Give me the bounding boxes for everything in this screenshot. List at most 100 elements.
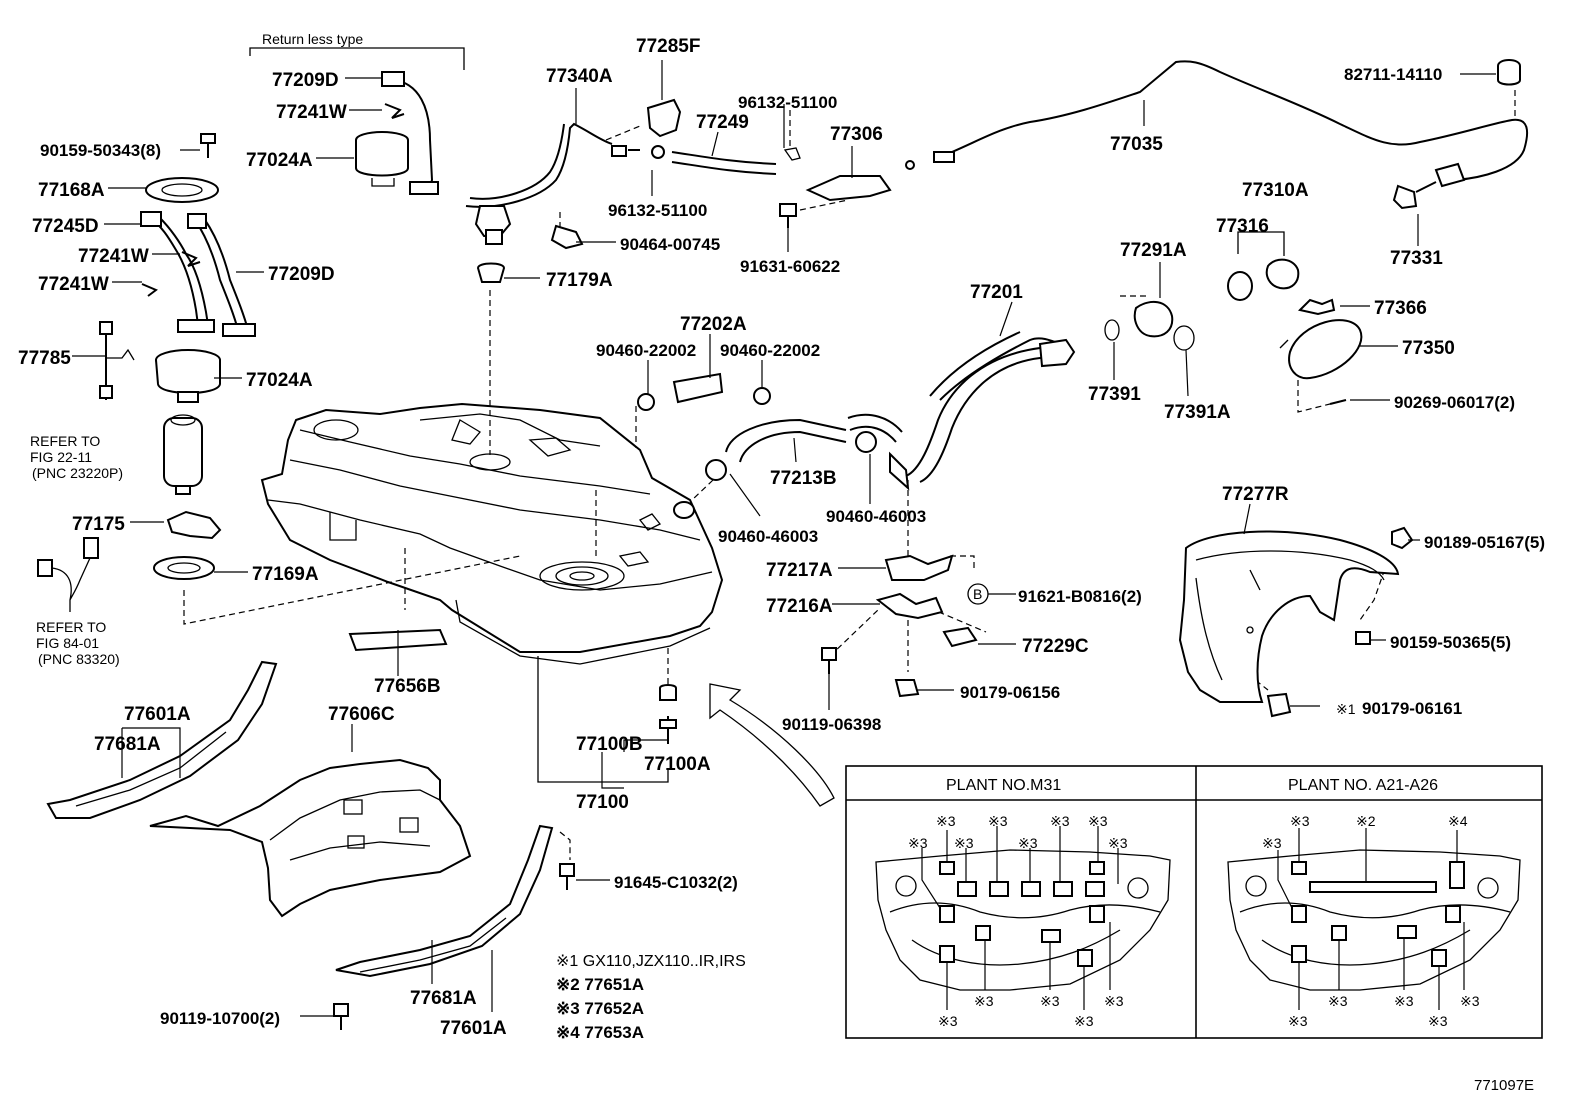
label-77350: 77350	[1402, 338, 1455, 359]
circle-b-marker	[967, 583, 989, 605]
legend-notes: ※1 GX110,JZX110..IR,IRS ※2 77651A ※3 776…	[556, 953, 746, 1042]
label-77179A: 77179A	[546, 270, 613, 291]
bracket-77216A	[875, 592, 944, 620]
label-77249: 77249	[696, 112, 749, 133]
part-labels: 77209D 77241W 90159-50343(8) 77024A 7716…	[18, 36, 1545, 1039]
refer-84-line3: (PNC 83320)	[38, 651, 120, 667]
label-77391: 77391	[1088, 384, 1141, 405]
label-77601A-top: 77601A	[124, 704, 191, 725]
plant-left-title: PLANT NO.M31	[946, 777, 1061, 794]
label-90119-06398: 90119-06398	[782, 715, 881, 734]
plant-left-mark-3a: ※3	[936, 813, 956, 829]
label-91631-60622: 91631-60622	[740, 257, 840, 276]
label-77366: 77366	[1374, 298, 1427, 319]
vacuum-switching-valve	[646, 98, 682, 138]
label-77391A: 77391A	[1164, 402, 1231, 423]
label-77024A-top: 77024A	[246, 150, 313, 171]
label-77656B: 77656B	[374, 676, 441, 697]
label-77217A: 77217A	[766, 560, 833, 581]
label-77785: 77785	[18, 348, 71, 369]
plant-left-mark-3m: ※3	[1074, 1013, 1094, 1029]
label-77209D-mid: 77209D	[268, 264, 335, 285]
fuel-lid-77350	[1288, 319, 1363, 380]
hose-77202A	[672, 372, 724, 404]
plant-left-mark-3i: ※3	[974, 993, 994, 1009]
label-90464-00745: 90464-00745	[620, 235, 720, 254]
gasket-77391	[1104, 319, 1120, 341]
plant-left-mark-3f: ※3	[954, 835, 974, 851]
label-96132-51100-b: 96132-51100	[608, 201, 707, 220]
label-77216A: 77216A	[766, 596, 833, 617]
bracket-77306	[805, 175, 892, 202]
label-77201: 77201	[970, 282, 1023, 303]
plant-right-mark-2: ※2	[1356, 813, 1376, 829]
refer-22-line3: (PNC 23220P)	[32, 465, 123, 481]
lower-protectors	[46, 628, 677, 1030]
label-90269-06017: 90269-06017(2)	[1394, 393, 1515, 412]
plug-82711-14110	[1497, 59, 1521, 86]
heat-shield-77606C	[149, 758, 472, 918]
label-77340A: 77340A	[546, 66, 613, 87]
gasket-77391A	[1173, 325, 1195, 351]
bracket-77217A	[884, 554, 954, 581]
filler-pipe-77291A	[1133, 300, 1174, 338]
label-77209D-top: 77209D	[272, 70, 339, 91]
return-less-group: Return less type	[37, 31, 465, 612]
plant-detail-panel: PLANT NO.M31 PLANT NO. A21-A26 ※3	[845, 765, 1543, 1039]
circle-b-letter: B	[973, 586, 982, 602]
label-77681A-low: 77681A	[410, 988, 477, 1009]
plant-right-mark-3f: ※3	[1288, 1013, 1308, 1029]
label-77202A: 77202A	[680, 314, 747, 335]
label-77277R: 77277R	[1222, 484, 1289, 505]
left-leaders	[921, 826, 1119, 1010]
note-3: ※3 77652A	[556, 999, 644, 1018]
label-90460-22002-b: 90460-22002	[720, 341, 820, 360]
gasket-ring	[145, 177, 219, 203]
refer-22-line1: REFER TO	[30, 433, 100, 449]
left-pads	[939, 861, 1105, 967]
label-77285F: 77285F	[636, 36, 700, 57]
note-1: ※1 GX110,JZX110..IR,IRS	[556, 953, 746, 970]
label-96132-51100-a: 96132-51100	[738, 93, 837, 112]
label-77035: 77035	[1110, 134, 1163, 155]
plant-left-mark-3c: ※3	[1050, 813, 1070, 829]
label-90179-06161: 90179-06161	[1362, 699, 1462, 718]
label-90460-46003-a: 90460-46003	[718, 527, 818, 546]
label-90189-05167: 90189-05167(5)	[1424, 533, 1545, 552]
plant-left-mark-3g: ※3	[1018, 835, 1038, 851]
label-77245D: 77245D	[32, 216, 99, 237]
label-77229C: 77229C	[1022, 636, 1089, 657]
vent-hoses	[465, 98, 892, 283]
label-77310A: 77310A	[1242, 180, 1309, 201]
fuel-tank	[260, 402, 724, 783]
label-77169A: 77169A	[252, 564, 319, 585]
plant-left-mark-3h: ※3	[1108, 835, 1128, 851]
note-mark-1: ※1	[1336, 701, 1356, 717]
return-less-label: Return less type	[262, 31, 363, 47]
plant-right-mark-3b: ※3	[1262, 835, 1282, 851]
left-marks: ※3 ※3 ※3 ※3 ※3 ※3 ※3 ※3 ※3 ※3 ※3 ※3 ※3	[908, 813, 1128, 1029]
note-2: ※2 77651A	[556, 975, 644, 994]
note-4: ※4 77653A	[556, 1023, 644, 1042]
right-marks: ※3 ※2 ※4 ※3 ※3 ※3 ※3 ※3 ※3	[1262, 813, 1480, 1029]
label-91645-C1032: 91645-C1032(2)	[614, 873, 738, 892]
refer-22-line2: FIG 22-11	[30, 449, 92, 465]
refer-84-line2: FIG 84-01	[36, 635, 99, 651]
leader-lines	[72, 60, 1420, 1017]
fender-liner	[1178, 526, 1414, 718]
label-77241W-mid: 77241W	[78, 246, 149, 267]
protector-77601A-lower	[335, 824, 554, 978]
label-77100B: 77100B	[576, 734, 643, 755]
label-77331: 77331	[1390, 248, 1443, 269]
label-77100A: 77100A	[644, 754, 711, 775]
fuel-pump-motor	[163, 417, 203, 487]
plant-left-mark-3e: ※3	[908, 835, 928, 851]
right-leaders	[1277, 828, 1465, 1010]
label-90179-06156: 90179-06156	[960, 683, 1060, 702]
label-77316: 77316	[1216, 216, 1269, 237]
label-90159-50343: 90159-50343(8)	[40, 141, 161, 160]
label-90119-10700: 90119-10700(2)	[160, 1009, 280, 1028]
right-pads	[1291, 861, 1465, 967]
long-pad-77651A	[1309, 881, 1437, 893]
